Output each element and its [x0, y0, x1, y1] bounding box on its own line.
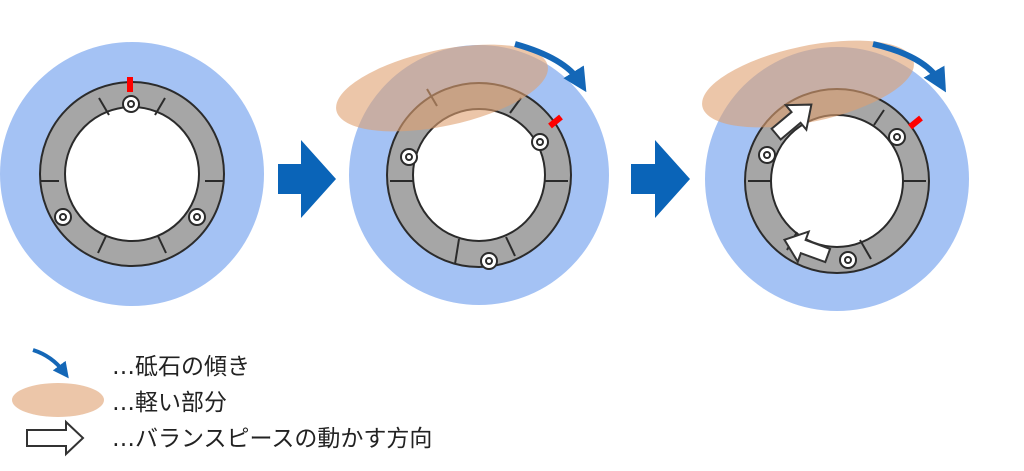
- tilt-arrow-icon: [514, 41, 587, 93]
- balance-piece: [888, 128, 906, 146]
- balance-piece: [758, 146, 776, 164]
- legend-light-icon: [12, 383, 104, 417]
- legend: [12, 348, 104, 457]
- legend-tilt-icon: [32, 348, 69, 379]
- legend-light-label: …軽い部分: [112, 390, 227, 416]
- step-arrow-icon: [278, 140, 336, 218]
- balance-piece: [54, 208, 72, 226]
- reference-marker: [127, 77, 133, 92]
- step-arrow-icon: [631, 140, 690, 218]
- balance-piece: [480, 252, 498, 270]
- balance-piece: [400, 148, 418, 166]
- stage-2: [336, 41, 609, 305]
- tilt-arrow-icon: [872, 41, 947, 93]
- balance-piece: [122, 95, 140, 113]
- balance-piece: [531, 133, 549, 151]
- flange-ring: [386, 82, 572, 268]
- legend-move-icon: [26, 419, 85, 457]
- stage-1: [0, 42, 264, 306]
- move-arrow-icon: [782, 229, 832, 264]
- reference-marker: [908, 115, 923, 130]
- reference-marker: [548, 114, 563, 129]
- light-part-ellipse: [702, 40, 914, 128]
- flange-ring: [39, 81, 225, 267]
- flange-ring: [744, 88, 930, 274]
- light-part-ellipse: [336, 44, 548, 132]
- legend-tilt-label: …砥石の傾き: [112, 354, 250, 380]
- move-arrow-icon: [770, 103, 813, 141]
- balance-piece: [188, 208, 206, 226]
- stage-3: [702, 40, 969, 311]
- balance-piece: [839, 251, 857, 269]
- legend-move-label: …バランスピースの動かす方向: [112, 426, 433, 452]
